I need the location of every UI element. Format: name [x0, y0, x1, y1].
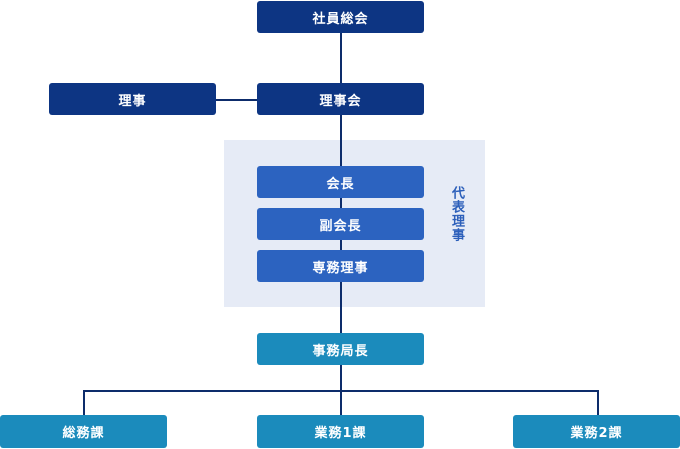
node-director: 理事: [49, 83, 216, 115]
node-business-1: 業務1課: [257, 415, 424, 448]
connector-branch-general-affairs: [83, 390, 85, 415]
connector-branch-business-2: [597, 390, 599, 415]
node-president: 会長: [257, 166, 424, 198]
representative-directors-label: 代表理事: [449, 186, 464, 242]
node-secretary-general: 事務局長: [257, 333, 424, 365]
node-business-2: 業務2課: [513, 415, 680, 448]
node-vice-president: 副会長: [257, 208, 424, 240]
connector-president-vice: [340, 198, 342, 208]
connector-director-board: [216, 99, 257, 101]
connector-executive-secretary: [340, 282, 342, 333]
node-general-meeting: 社員総会: [257, 1, 424, 33]
connector-board-president: [340, 115, 342, 166]
connector-branch-business-1: [340, 390, 342, 415]
node-general-affairs: 総務課: [0, 415, 167, 448]
connector-secretary-branch: [340, 365, 342, 391]
connector-vice-executive: [340, 240, 342, 250]
connector-meeting-board: [340, 33, 342, 83]
node-executive-director: 専務理事: [257, 250, 424, 282]
node-board: 理事会: [257, 83, 424, 115]
